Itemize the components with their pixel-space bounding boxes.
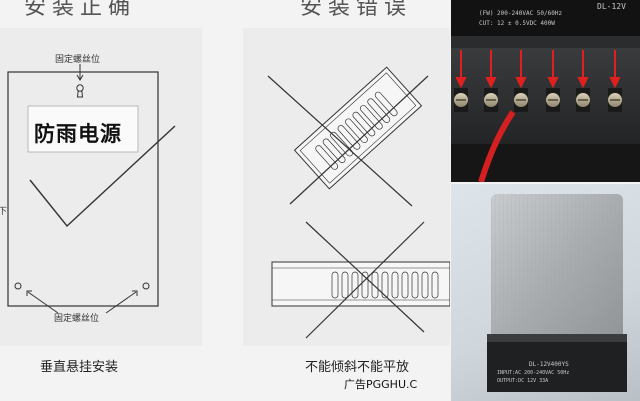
cross-icon-bottom [305, 221, 425, 333]
correct-card [0, 28, 202, 346]
spec-line-1: INPUT:AC 200-240VAC 50Hz [497, 370, 570, 376]
red-arrows [455, 50, 621, 89]
terminal-label-line-3: DL-12V [597, 2, 626, 11]
model-text: DL-12V400YS [529, 361, 569, 368]
cross-icon-top [267, 75, 413, 207]
caption-correct: 垂直悬挂安装 [40, 360, 119, 375]
terminal-label-line-1: (FW) 200-240VAC 50/60Hz [479, 10, 563, 17]
device-outline [7, 71, 159, 307]
screw-bottom-label: 固定螺丝位 [54, 314, 100, 324]
device-label-box [27, 105, 139, 153]
installation-diagram-panel: 安装正确 安装错误 固定螺丝位 防雨电源 下 固定螺丝位 垂直悬挂安装 不能倾斜… [0, 0, 450, 391]
red-wire [478, 110, 516, 182]
diagram-drawing [0, 28, 450, 346]
terminal-photo: (FW) 200-240VAC 50/60Hz CUT: 12 ± 0.5VDC… [451, 0, 640, 182]
heading-wrong: 安装错误 [300, 0, 413, 20]
terminal-drawing [451, 0, 640, 182]
terminal-label-line-2: CUT: 12 ± 0.5VDC 400W [479, 20, 555, 27]
case-front-panel [487, 340, 627, 392]
caption-wrong: 不能倾斜不能平放 [305, 360, 410, 375]
screw-hole-left [14, 282, 22, 290]
power-supply-drawing [487, 194, 627, 392]
heading-correct: 安装正确 [24, 0, 137, 20]
screw-top-label: 固定螺丝位 [55, 55, 101, 65]
watermark-text: 广告PGGHU.C [344, 378, 418, 391]
terminal-screws [454, 88, 622, 112]
side-cut-char: 下 [0, 207, 8, 217]
tilted-device [293, 66, 423, 190]
power-supply-photo: DL-12V400YS INPUT:AC 200-240VAC 50Hz OUT… [451, 184, 640, 401]
spec-line-2: OUTPUT:DC 12V 33A [497, 378, 549, 384]
device-label: 防雨电源 [34, 122, 122, 146]
keyhole-icon [76, 84, 84, 92]
check-mark-icon [29, 125, 176, 228]
screw-hole-right [142, 282, 150, 290]
